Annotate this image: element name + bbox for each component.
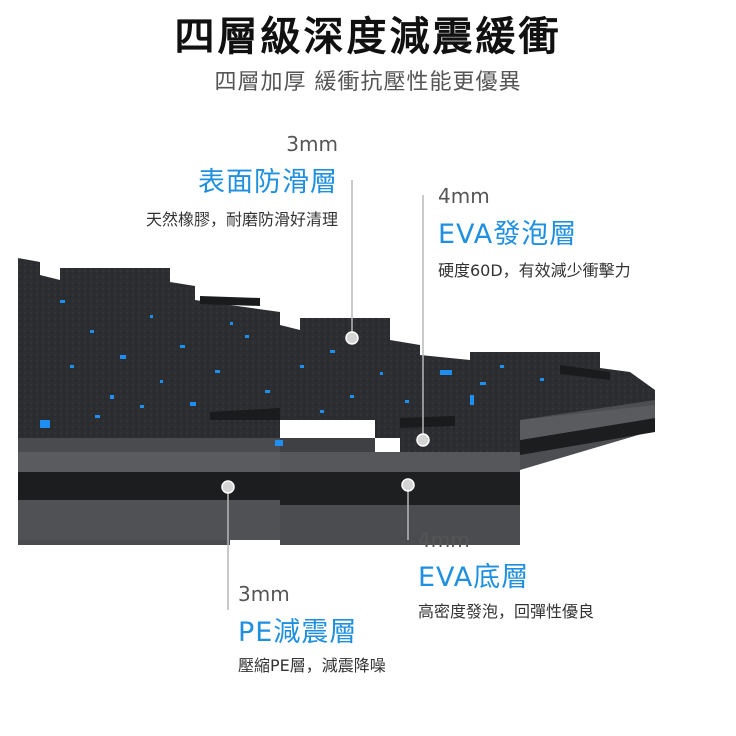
leader-lines bbox=[227, 180, 424, 610]
pe-thickness: 3mm bbox=[238, 582, 290, 606]
surface-layer-desc: 天然橡膠，耐磨防滑好清理 bbox=[145, 210, 338, 229]
page-subtitle: 四層加厚 緩衝抗壓性能更優異 bbox=[214, 70, 522, 95]
eva-top-layer-desc: 硬度60D，有效減少衝擊力 bbox=[438, 261, 631, 280]
marker-dot-pe bbox=[221, 480, 235, 494]
eva-bottom-layer-name: EVA底層 bbox=[418, 562, 530, 593]
blue-speckles bbox=[40, 300, 544, 446]
puzzle-notches bbox=[200, 296, 610, 428]
eva-top-thickness: 4mm bbox=[438, 184, 490, 208]
surface-layer-name: 表面防滑層 bbox=[198, 167, 338, 198]
eva-bottom-thickness: 4mm bbox=[418, 528, 470, 552]
marker-dot-surface bbox=[345, 331, 359, 345]
eva-bottom-layer-desc: 高密度發泡，回彈性優良 bbox=[418, 602, 595, 621]
marker-dot-eva-bottom bbox=[401, 478, 415, 492]
mat-side-layers bbox=[18, 395, 655, 545]
page-title: 四層級深度減震緩衝 bbox=[174, 14, 562, 60]
pe-layer-desc: 壓縮PE層，減震降噪 bbox=[238, 656, 386, 675]
marker-dot-eva-top bbox=[416, 433, 430, 447]
eva-top-layer-name: EVA發泡層 bbox=[438, 219, 578, 250]
mat-top-surface bbox=[18, 258, 655, 452]
pe-layer-name: PE減震層 bbox=[238, 617, 358, 648]
surface-thickness: 3mm bbox=[286, 132, 338, 156]
